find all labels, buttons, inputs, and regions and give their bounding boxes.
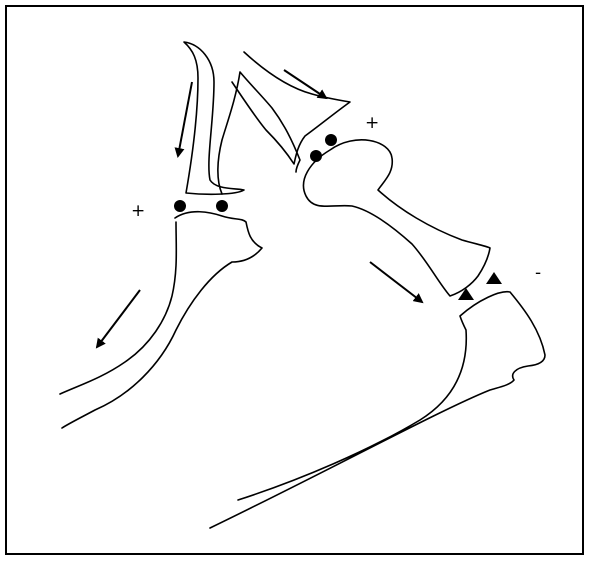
bone-central-wedge	[218, 72, 300, 194]
sign-left-joint: +	[131, 201, 145, 221]
joint-marker-circle	[174, 200, 186, 212]
motion-arrow-lower-bone	[97, 290, 140, 347]
motion-arrow-left-bone	[178, 82, 192, 156]
sign-lower-joint: -	[535, 263, 541, 283]
motion-arrow-upper-bone	[284, 70, 326, 98]
bone-middle	[303, 140, 490, 296]
joint-marker-circle	[325, 134, 337, 146]
sign-upper-joint: +	[365, 113, 379, 133]
bone-lower-left	[60, 212, 262, 428]
motion-arrow-middle-bone	[370, 262, 422, 302]
joint-marker-triangle	[486, 272, 502, 284]
bone-upper-right	[232, 52, 350, 164]
joint-marker-triangle	[458, 288, 474, 300]
bone-upper-left	[184, 42, 244, 194]
bone-lower-right	[210, 292, 545, 528]
joint-marker-circle	[216, 200, 228, 212]
joint-marker-circle	[310, 150, 322, 162]
